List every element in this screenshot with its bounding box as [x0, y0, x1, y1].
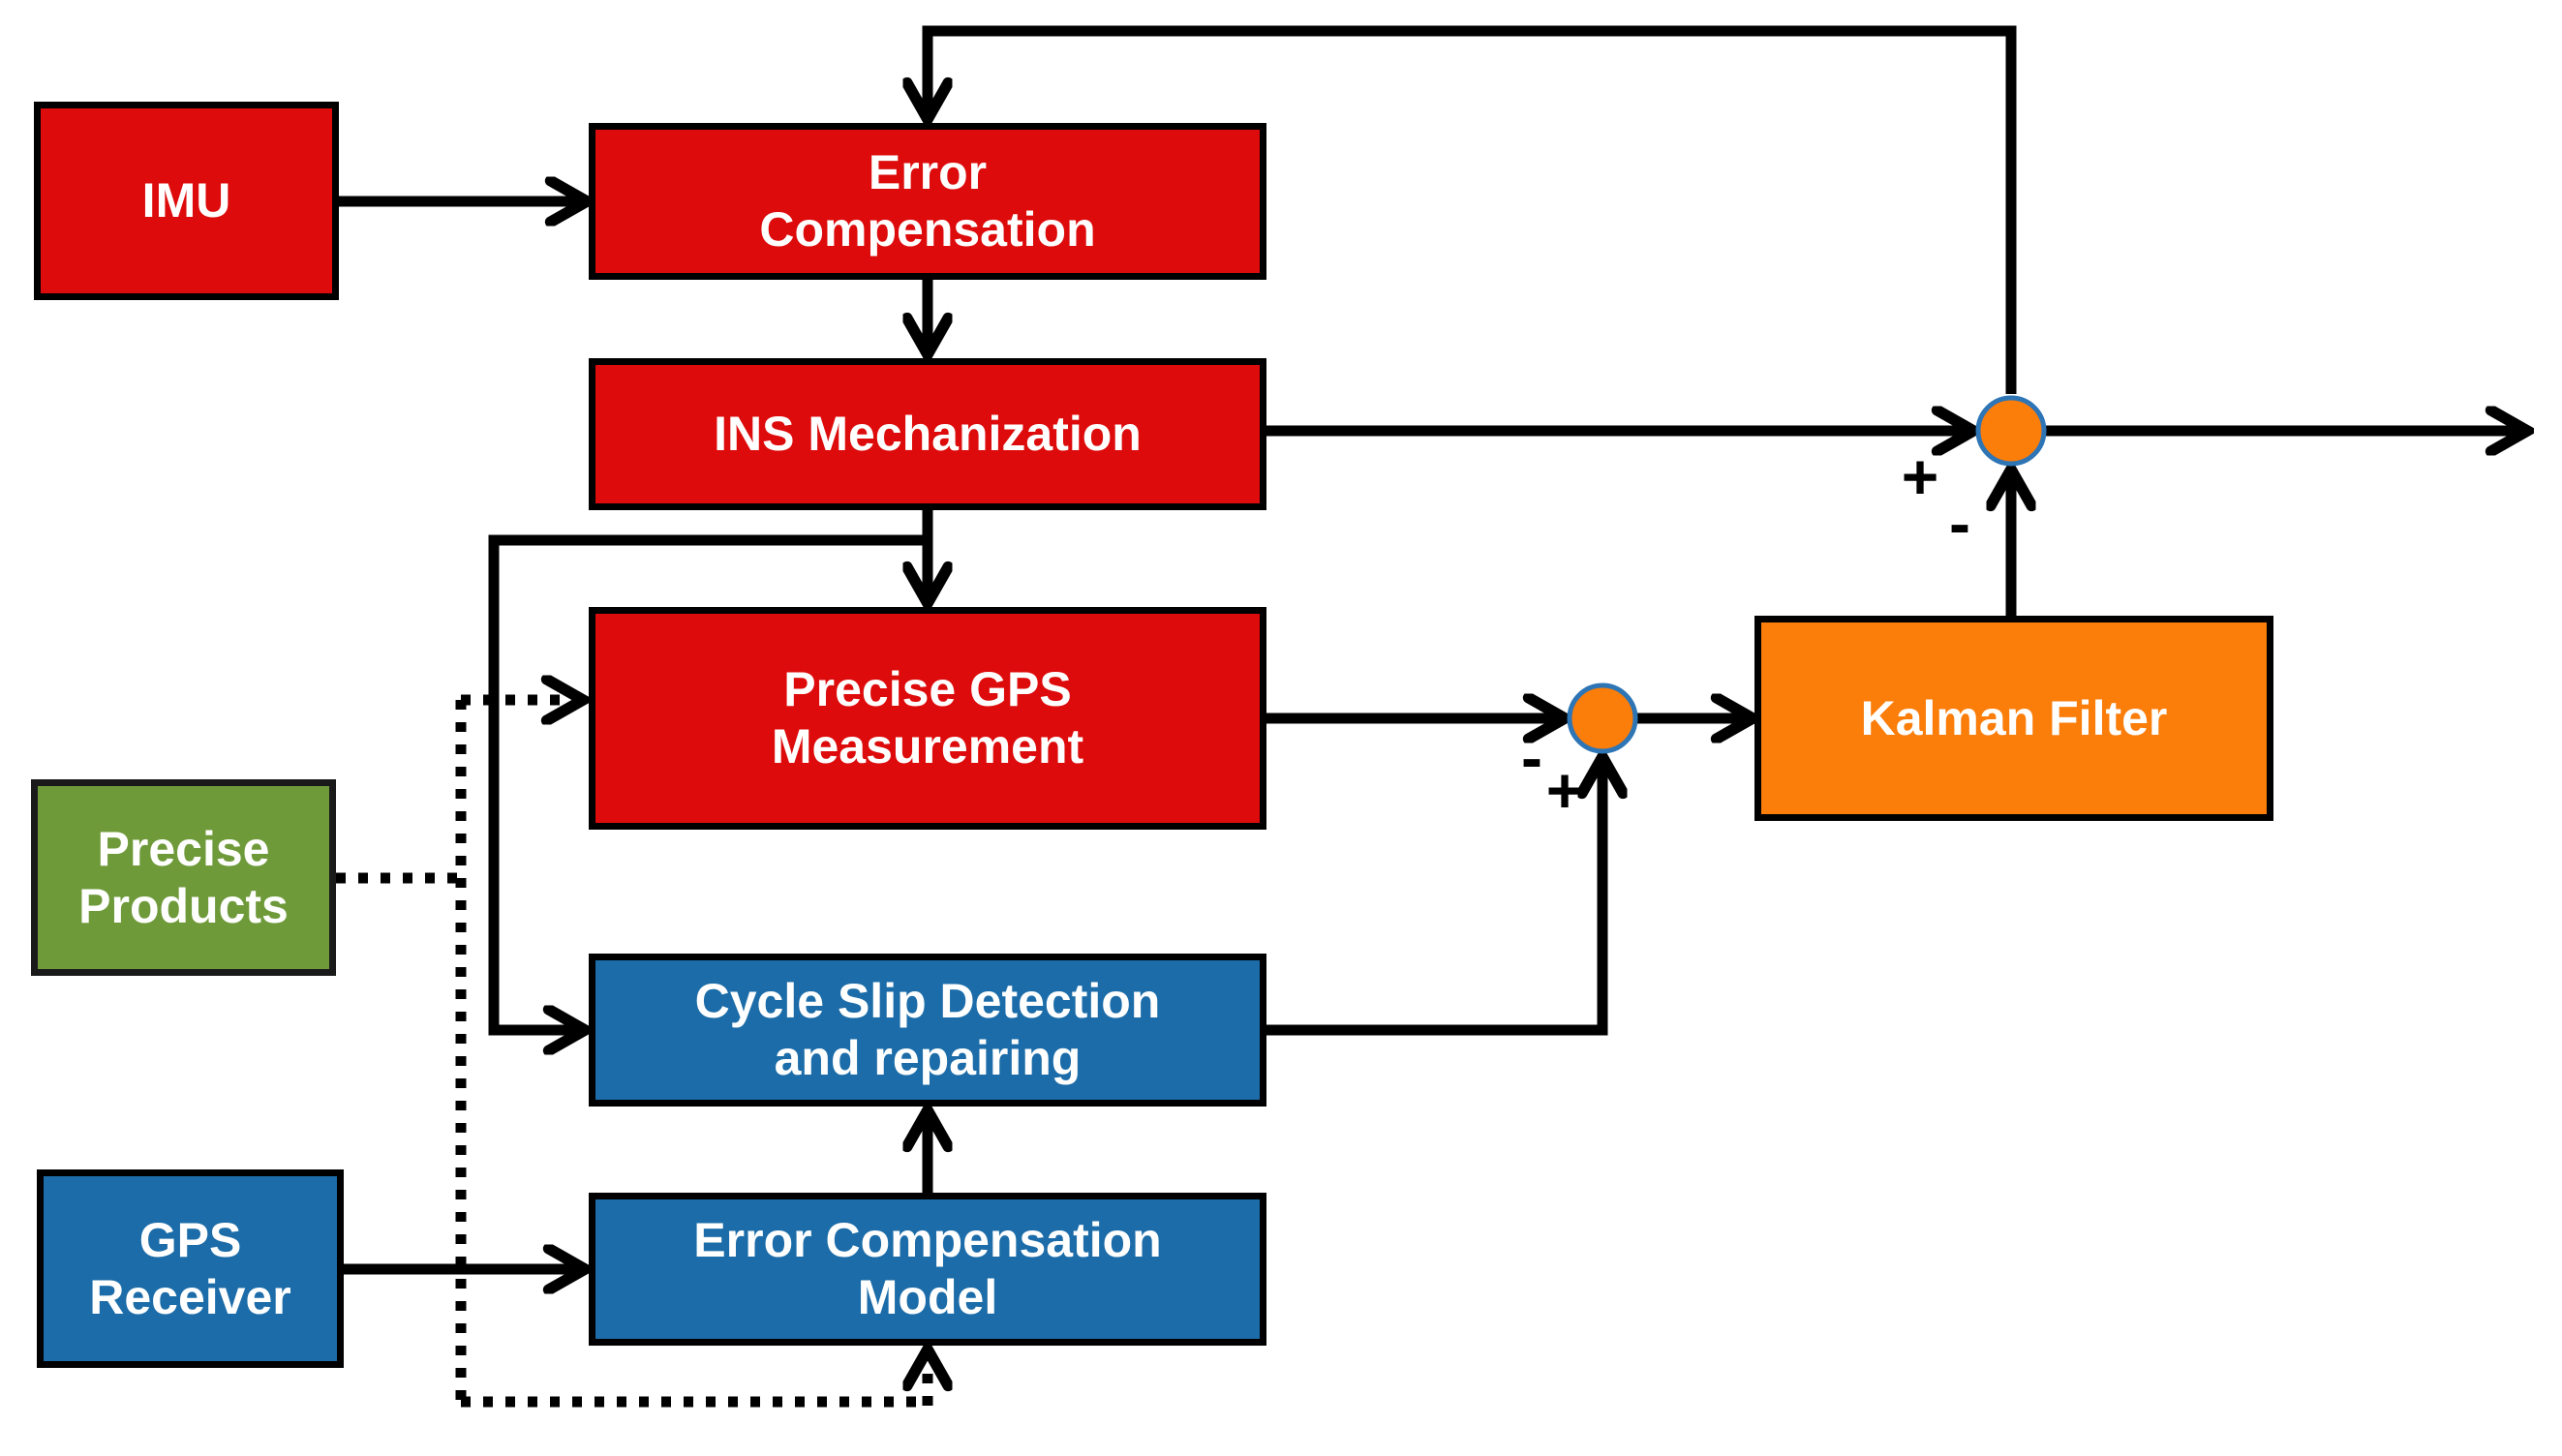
node-gps-receiver: GPS Receiver	[37, 1169, 344, 1368]
measurement-diff-minus-sign: -	[1521, 721, 1542, 793]
output-sum-plus-sign: +	[1901, 440, 1939, 512]
node-kalman-filter-label: Kalman Filter	[1860, 690, 2168, 745]
node-precise-products-label: Precise Products	[78, 821, 289, 933]
node-error-compensation: Error Compensation	[589, 123, 1266, 280]
junction-measurement-diff	[1567, 682, 1638, 754]
node-ins-mechanization-label: INS Mechanization	[714, 407, 1142, 461]
node-kalman-filter: Kalman Filter	[1754, 616, 2273, 821]
node-precise-gps-measurement-label: Precise GPS Measurement	[771, 662, 1084, 774]
measurement-diff-plus-sign: +	[1545, 754, 1584, 826]
connector-feedback-loop	[928, 25, 2017, 394]
connector-ins-branch-to-cycle-slip	[488, 534, 928, 1030]
node-cycle-slip-label: Cycle Slip Detection and repairing	[694, 974, 1161, 1085]
node-precise-products: Precise Products	[31, 779, 336, 976]
node-gps-receiver-label: GPS Receiver	[89, 1212, 291, 1324]
node-ins-mechanization: INS Mechanization	[589, 358, 1266, 510]
connector-cycle-slip-to-diff-sum	[1266, 765, 1602, 1036]
node-precise-gps-measurement: Precise GPS Measurement	[589, 607, 1266, 830]
node-imu: IMU	[34, 102, 339, 300]
node-error-compensation-label: Error Compensation	[759, 145, 1096, 257]
node-cycle-slip: Cycle Slip Detection and repairing	[589, 954, 1266, 1107]
node-imu-label: IMU	[141, 173, 231, 228]
junction-output-sum	[1975, 395, 2047, 467]
node-error-compensation-model-label: Error Compensation Model	[693, 1213, 1162, 1324]
node-error-compensation-model: Error Compensation Model	[589, 1193, 1266, 1346]
output-sum-minus-sign: -	[1949, 487, 1970, 559]
